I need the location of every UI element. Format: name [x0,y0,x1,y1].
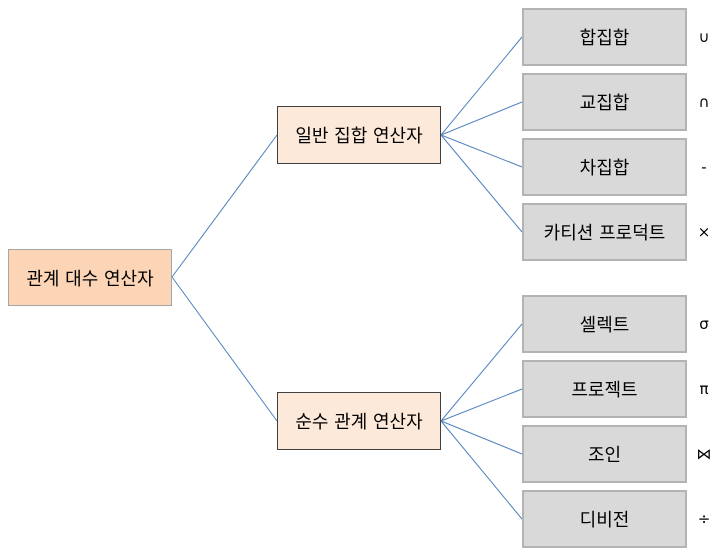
edge-relational-project [440,388,523,422]
edge-root-general [171,134,278,278]
leaf-union: 합집합 [522,8,687,66]
symbol-intersection: ∩ [698,93,710,111]
edge-relational-division [440,420,523,520]
symbol-join: ⋈ [696,445,712,463]
leaf-select: 셀렉트 [522,295,687,353]
symbol-division: ÷ [697,510,711,528]
edge-general-difference [440,134,523,168]
leaf-cartesian-product: 카티션 프로덕트 [522,203,687,261]
edge-general-intersection [440,101,523,136]
leaf-intersection: 교집합 [522,73,687,131]
symbol-cartesian-product: × [697,223,711,241]
leaf-difference: 차집합 [522,138,687,196]
root-node: 관계 대수 연산자 [8,249,172,306]
symbol-difference: - [701,158,707,176]
node-general-set-operators: 일반 집합 연산자 [277,106,441,164]
edge-root-relational [171,276,278,422]
symbol-project: π [699,380,709,398]
node-pure-relational-operators: 순수 관계 연산자 [277,392,441,450]
leaf-project: 프로젝트 [522,360,687,418]
leaf-division: 디비전 [522,490,687,548]
edge-relational-join [440,420,523,455]
edge-general-cartesian [440,134,523,233]
symbol-select: σ [699,315,709,333]
symbol-union: ∪ [698,28,710,46]
edge-general-union [440,36,523,136]
leaf-join: 조인 [522,425,687,483]
edge-relational-select [440,323,523,422]
